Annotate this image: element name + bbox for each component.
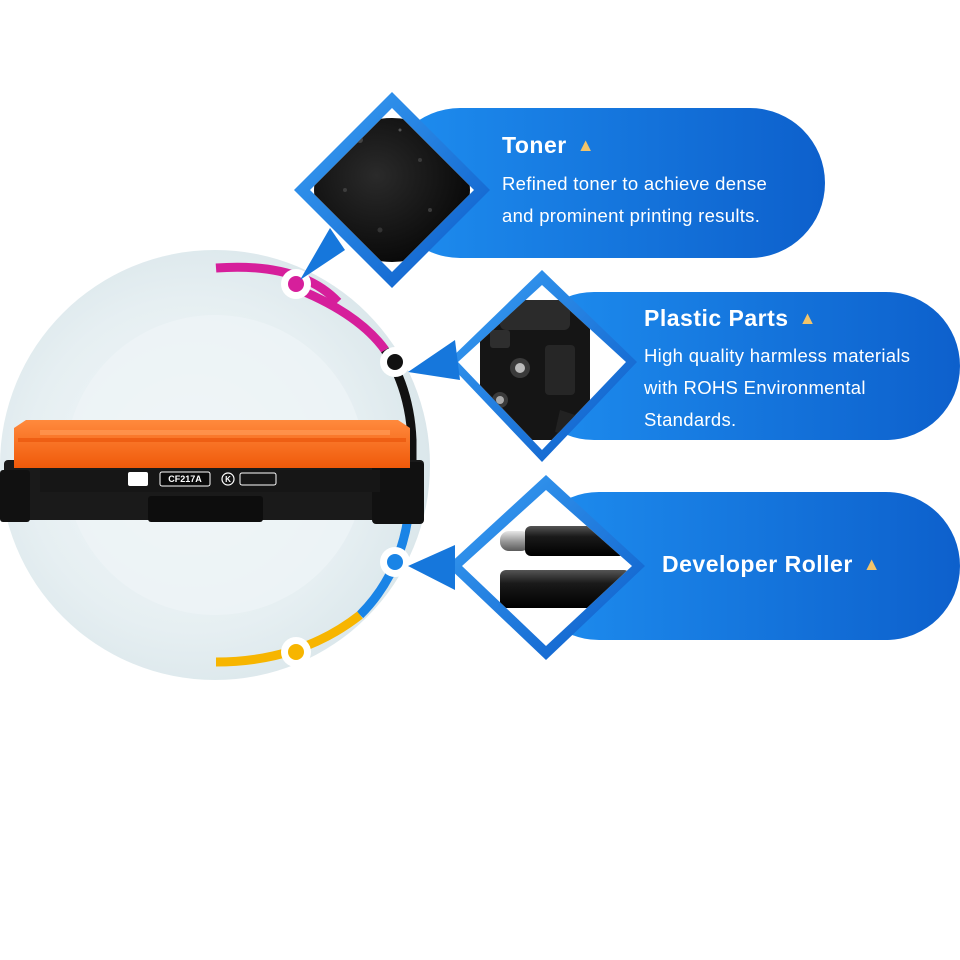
plastic-parts-image [480, 300, 590, 440]
toner-triangle-icon: ▲ [576, 135, 596, 155]
ring-dot-yellow-core [288, 644, 304, 660]
toner-panel [294, 92, 825, 288]
toner-description-line-2: and prominent printing results. [502, 205, 761, 226]
plastic-parts-description-line-1: High quality harmless materials [644, 345, 911, 366]
plastic-parts-title: Plastic Parts▲ [644, 305, 817, 331]
plastic-parts-description-line-2: with ROHS Environmental [644, 377, 866, 398]
ring-dot-blue-core [387, 554, 403, 570]
plastic-parts-panel [408, 270, 960, 462]
plastic-parts-triangle-icon: ▲ [798, 308, 817, 328]
developer-roller-panel [408, 475, 960, 660]
cartridge-model-label: CF217A [168, 474, 202, 484]
plastic-parts-description: High quality harmless materials with ROH… [644, 340, 910, 436]
developer-roller-title: Developer Roller▲ [662, 551, 882, 577]
developer-roller-triangle-icon: ▲ [862, 554, 882, 574]
toner-description: Refined toner to achieve dense and promi… [502, 168, 767, 232]
plastic-parts-description-line-3: Standards. [644, 409, 737, 430]
ring-arc-magenta-2 [298, 285, 389, 353]
toner-cartridge-image: CF217A K [0, 420, 424, 524]
ring-dot-black-core [387, 354, 403, 370]
toner-powder-image [314, 118, 470, 262]
cartridge-color-code: K [225, 475, 231, 484]
toner-description-line-1: Refined toner to achieve dense [502, 173, 768, 194]
toner-title: Toner▲ [502, 132, 596, 158]
